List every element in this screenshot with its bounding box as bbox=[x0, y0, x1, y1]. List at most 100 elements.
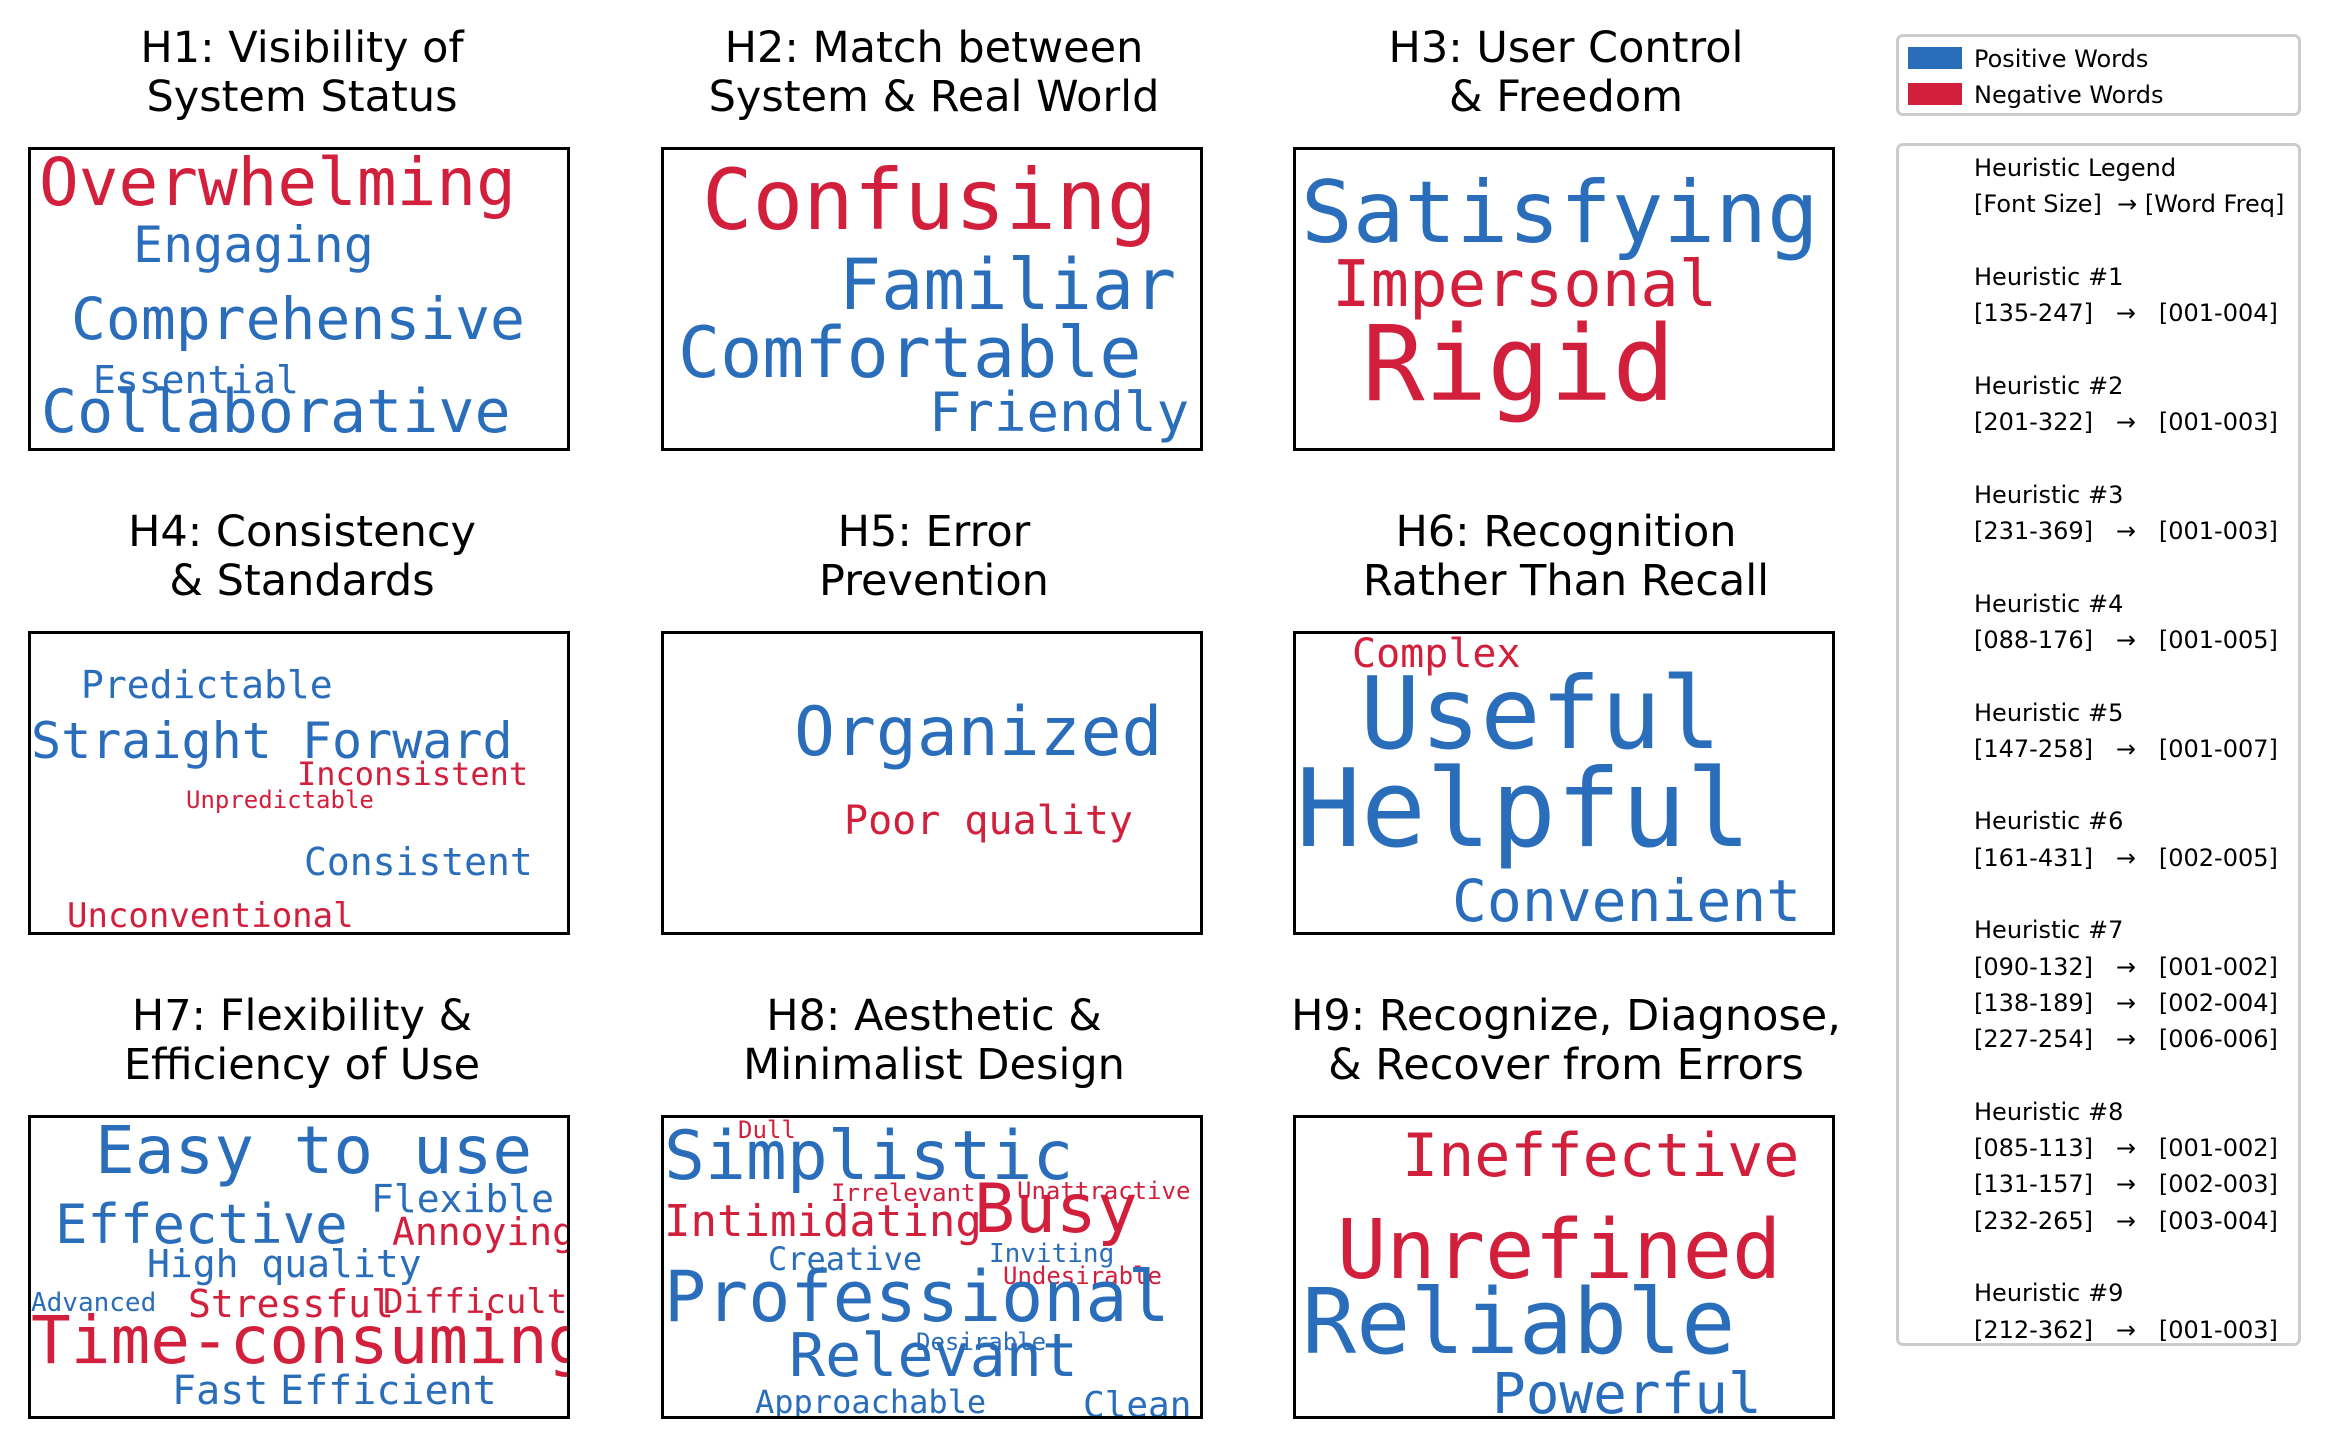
word-clean: Clean bbox=[1083, 1385, 1192, 1419]
panel-title-h2: H2: Match between System & Real World bbox=[708, 23, 1160, 122]
heuristic-legend-line: Heuristic #4 bbox=[1974, 589, 2124, 618]
word-easy-to-use: Easy to use bbox=[95, 1115, 533, 1189]
word-high-quality: High quality bbox=[147, 1242, 422, 1286]
word-flexible: Flexible bbox=[371, 1177, 555, 1221]
panel-title-h9: H9: Recognize, Diagnose, & Recover from … bbox=[1291, 991, 1841, 1090]
word-advanced: Advanced bbox=[31, 1288, 157, 1318]
word-useful: Useful bbox=[1360, 655, 1722, 772]
panel-title-h4: H4: Consistency & Standards bbox=[128, 507, 476, 606]
heuristic-legend-line: Heuristic #1 bbox=[1974, 262, 2124, 291]
word-irrelevant: Irrelevant bbox=[831, 1179, 976, 1207]
word-unconventional: Unconventional bbox=[67, 896, 354, 935]
word-consistent: Consistent bbox=[304, 840, 533, 884]
word-professional: Professional bbox=[664, 1256, 1170, 1338]
heuristic-legend-line: [085-113] → [001-002] bbox=[1974, 1134, 2278, 1163]
heuristic-legend-line: [231-369] → [001-003] bbox=[1974, 517, 2278, 545]
word-organized: Organized bbox=[794, 693, 1163, 772]
heuristic-legend-line: Heuristic #6 bbox=[1974, 807, 2124, 836]
word-undesirable: Undesirable bbox=[1003, 1262, 1162, 1290]
word-desirable: Desirable bbox=[916, 1328, 1047, 1356]
heuristic-legend-line: [138-189] → [002-004] bbox=[1974, 988, 2278, 1017]
negative-swatch bbox=[1908, 83, 1962, 105]
word-creative: Creative bbox=[768, 1240, 923, 1278]
word-unattractive: Unattractive bbox=[1017, 1177, 1191, 1205]
word-satisfying: Satisfying bbox=[1301, 163, 1819, 263]
negative-legend-label: Negative Words bbox=[1974, 81, 2164, 109]
panel-title-h8: H8: Aesthetic & Minimalist Design bbox=[743, 991, 1125, 1090]
word-relevant: Relevant bbox=[789, 1321, 1078, 1391]
heuristic-legend-line: [Font Size] → [Word Freq] bbox=[1974, 190, 2285, 219]
word-rigid: Rigid bbox=[1362, 303, 1676, 425]
word-helpful: Helpful bbox=[1296, 747, 1752, 872]
heuristic-legend-line: [227-254] → [006-006] bbox=[1974, 1025, 2278, 1054]
word-time-consuming: Time-consuming bbox=[31, 1302, 570, 1379]
heuristic-legend-line: [131-157] → [002-003] bbox=[1974, 1170, 2278, 1199]
word-simplistic: Simplistic bbox=[664, 1117, 1074, 1196]
heuristic-legend-line: Heuristic Legend bbox=[1974, 154, 2177, 182]
heuristic-legend-line: [161-431] → [002-005] bbox=[1974, 843, 2278, 872]
panel-title-h5: H5: Error Prevention bbox=[819, 507, 1049, 606]
word-inconsistent: Inconsistent bbox=[297, 755, 529, 793]
word-unpredictable: Unpredictable bbox=[186, 786, 374, 814]
positive-swatch bbox=[1908, 47, 1962, 69]
word-engaging: Engaging bbox=[133, 216, 374, 274]
panel-title-h7: H7: Flexibility & Efficiency of Use bbox=[123, 991, 481, 1090]
heuristic-legend-line: [135-247] → [001-004] bbox=[1974, 299, 2278, 328]
heuristic-legend-line: Heuristic #5 bbox=[1974, 698, 2124, 727]
word-comprehensive: Comprehensive bbox=[71, 285, 525, 353]
word-predictable: Predictable bbox=[81, 663, 333, 707]
heuristic-legend-line: Heuristic #2 bbox=[1974, 371, 2124, 400]
word-intimidating: Intimidating bbox=[664, 1196, 982, 1247]
word-unrefined: Unrefined bbox=[1337, 1203, 1782, 1298]
heuristic-legend-line: Heuristic #9 bbox=[1974, 1279, 2124, 1308]
word-straight-forward: Straight Forward bbox=[31, 712, 513, 770]
word-complex: Complex bbox=[1352, 631, 1521, 677]
word-powerful: Powerful bbox=[1492, 1362, 1762, 1419]
color-legend: Positive Words Negative Words bbox=[1896, 34, 2301, 116]
panel-title-h6: H6: Recognition Rather Than Recall bbox=[1362, 507, 1770, 606]
heuristic-legend-line: Heuristic #7 bbox=[1974, 916, 2124, 945]
word-familiar: Familiar bbox=[839, 244, 1177, 326]
word-stressful: Stressful bbox=[188, 1282, 394, 1326]
word-confusing: Confusing bbox=[702, 151, 1158, 249]
word-approachable: Approachable bbox=[755, 1383, 987, 1419]
word-collaborative: Collaborative bbox=[41, 377, 511, 447]
positive-legend-label: Positive Words bbox=[1974, 45, 2149, 73]
word-impersonal: Impersonal bbox=[1332, 248, 1718, 322]
word-ineffective: Ineffective bbox=[1402, 1121, 1800, 1191]
word-convenient: Convenient bbox=[1452, 867, 1802, 935]
word-effective: Effective bbox=[55, 1193, 348, 1256]
heuristic-legend: Heuristic Legend [Font Size] → [Word Freq… bbox=[1896, 143, 2301, 1346]
heuristic-legend-line: [232-265] → [003-004] bbox=[1974, 1206, 2278, 1235]
heuristic-legend-line: [147-258] → [001-007] bbox=[1974, 734, 2278, 763]
word-poor-quality: Poor quality bbox=[844, 798, 1133, 844]
word-dull: Dull bbox=[738, 1116, 796, 1144]
word-difficult: Difficult bbox=[383, 1282, 568, 1322]
word-overwhelming: Overwhelming bbox=[39, 147, 516, 221]
panel-title-h1: H1: Visibility of System Status bbox=[140, 23, 464, 122]
heuristic-legend-line: [088-176] → [001-005] bbox=[1974, 625, 2278, 654]
word-essential: Essential bbox=[93, 358, 299, 402]
heuristic-legend-line: [090-132] → [001-002] bbox=[1974, 952, 2278, 981]
word-busy: Busy bbox=[974, 1170, 1138, 1249]
word-reliable: Reliable bbox=[1302, 1270, 1736, 1375]
word-inviting: Inviting bbox=[989, 1239, 1115, 1269]
word-annoying: Annoying bbox=[392, 1210, 570, 1254]
panel-title-h3: H3: User Control & Freedom bbox=[1388, 23, 1744, 122]
heuristic-legend-line: [201-322] → [001-003] bbox=[1974, 408, 2278, 437]
heuristic-legend-line: [212-362] → [001-003] bbox=[1974, 1315, 2278, 1344]
word-efficient: Efficient bbox=[280, 1368, 497, 1414]
heuristic-legend-line: Heuristic #3 bbox=[1974, 480, 2124, 509]
word-fast: Fast bbox=[172, 1368, 269, 1414]
word-comfortable: Comfortable bbox=[678, 312, 1142, 394]
heuristic-legend-line: Heuristic #8 bbox=[1974, 1097, 2124, 1126]
